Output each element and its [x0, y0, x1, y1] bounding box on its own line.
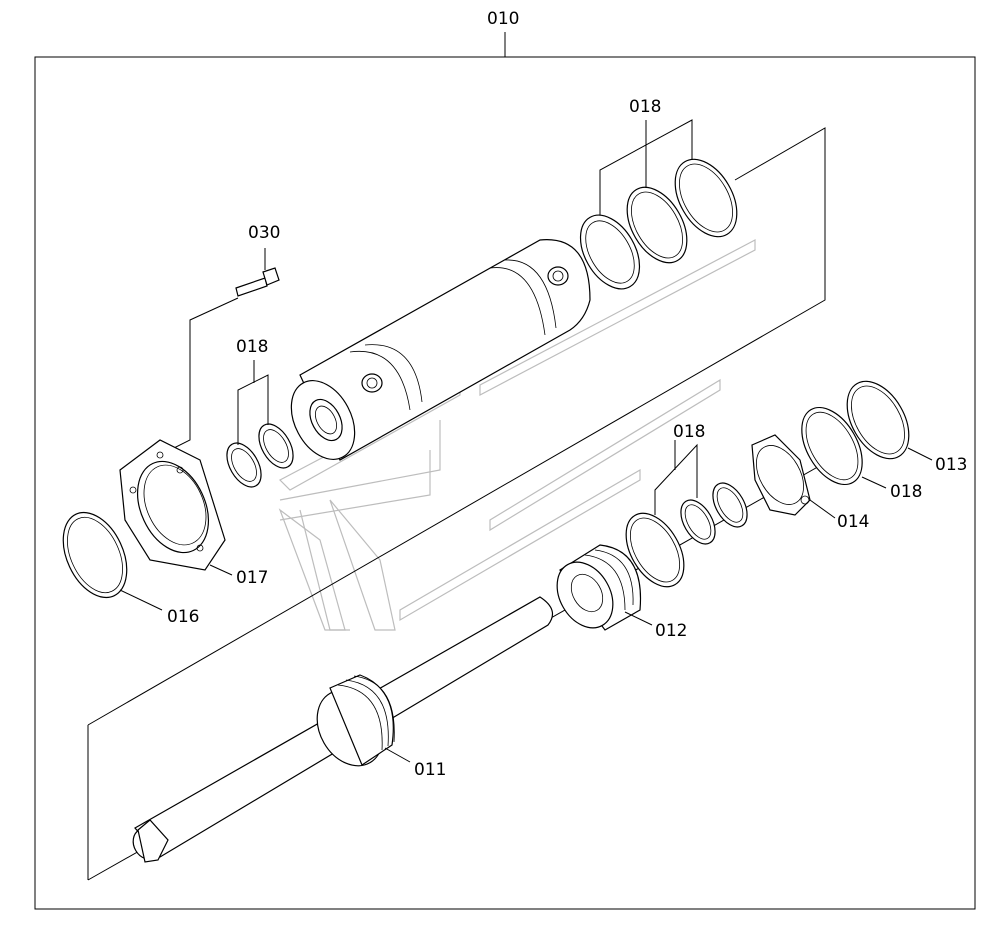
seal-ring-icon — [62, 511, 128, 599]
seal-ring-icon — [801, 380, 910, 486]
callout-013: 013 — [935, 455, 967, 475]
callout-012: 012 — [655, 621, 687, 641]
seal-top-leader — [599, 119, 693, 215]
callout-018-right: 018 — [890, 482, 922, 502]
callout-017: 017 — [236, 568, 268, 588]
callout-011: 011 — [414, 760, 446, 780]
gland-icon — [556, 544, 642, 631]
seal-mid-leader — [654, 440, 698, 515]
callout-014: 014 — [837, 512, 869, 532]
cylinder-barrel-icon — [290, 239, 591, 461]
callout-018-mid: 018 — [673, 422, 705, 442]
seal-ring-icon — [579, 158, 738, 290]
seal-ring-icon — [625, 482, 748, 588]
piston-rod-icon — [132, 596, 554, 863]
snap-ring-leader — [119, 589, 163, 611]
gland-leader — [624, 611, 653, 626]
flange-icon — [119, 439, 226, 571]
lock-washer-icon — [751, 434, 811, 516]
callout-018-left: 018 — [236, 337, 268, 357]
seal-left-leader — [237, 360, 269, 445]
callout-030: 030 — [248, 223, 280, 243]
callout-018-top: 018 — [629, 97, 661, 117]
rod-leader — [384, 747, 411, 763]
callout-016: 016 — [167, 607, 199, 627]
bolt-icon — [235, 267, 280, 297]
flange-leader — [209, 564, 233, 576]
nut-leader — [809, 499, 836, 519]
seal-ring-icon — [226, 423, 294, 488]
seal-right-leader — [861, 476, 887, 489]
assembly-label: 010 — [487, 9, 519, 29]
ring-013-leader — [907, 447, 933, 461]
